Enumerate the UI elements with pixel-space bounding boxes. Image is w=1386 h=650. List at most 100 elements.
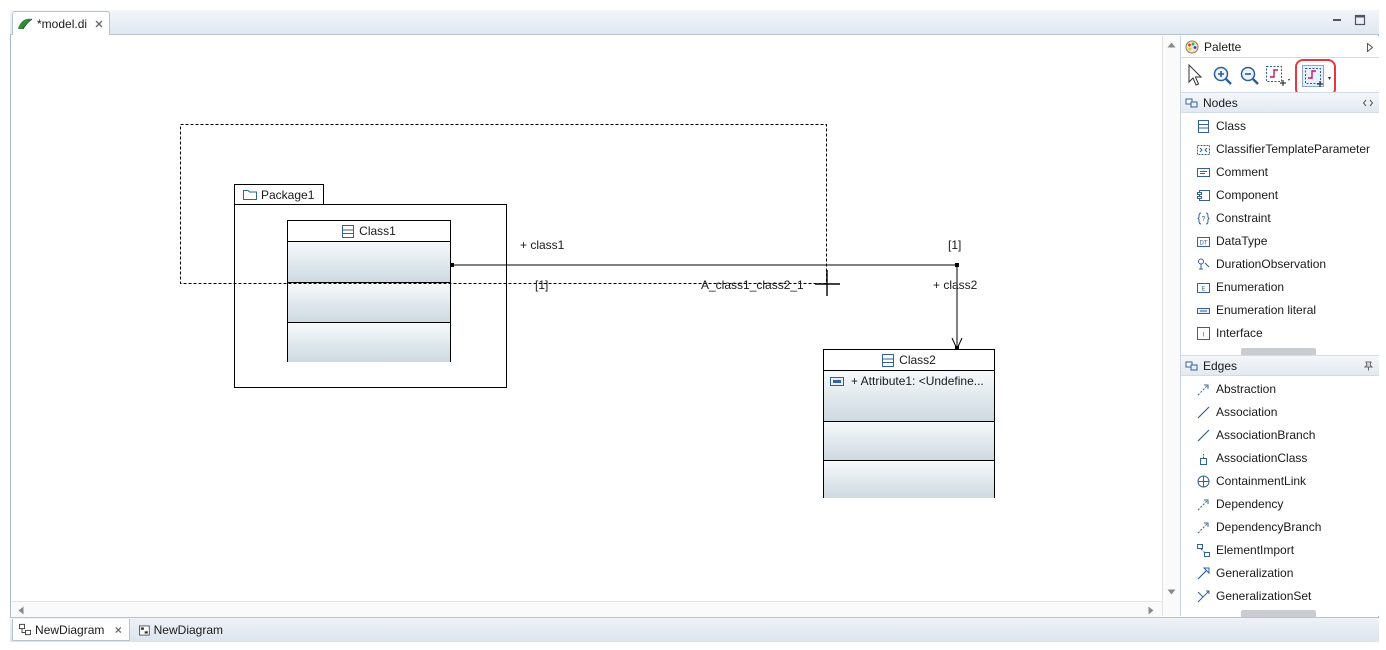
package-name: Package1 <box>261 187 315 202</box>
datatype-icon: DT <box>1197 236 1210 247</box>
palette-node-item-durationobservation[interactable]: DurationObservation <box>1197 254 1326 274</box>
class1-node[interactable]: Class1 <box>287 220 451 362</box>
palette-edge-item-associationclass[interactable]: AssociationClass <box>1197 448 1307 468</box>
palette-node-item-classifiertemplateparameter[interactable]: ClassifierTemplateParameter <box>1197 139 1370 159</box>
diagram-tab-label: NewDiagram <box>153 623 223 637</box>
editor-tab-model-di[interactable]: *model.di <box>12 11 110 35</box>
close-tab-icon[interactable] <box>114 625 123 635</box>
nodes-drawer-title: Nodes <box>1203 95 1238 110</box>
class2-header: Class2 <box>824 350 994 371</box>
palette-node-item-label: Class <box>1216 119 1247 133</box>
palette-node-item-class[interactable]: Class <box>1197 116 1246 136</box>
nodes-scroll-indicator[interactable] <box>1241 348 1316 356</box>
palette-node-item-datatype[interactable]: DT DataType <box>1197 231 1267 251</box>
diagram-icon <box>139 625 150 635</box>
class2-node[interactable]: Class2 + Attribute1: <Undefine... <box>823 349 995 498</box>
svg-text:E: E <box>1201 286 1205 292</box>
diagram-canvas[interactable] <box>12 36 1162 602</box>
palette-node-item-constraint[interactable]: ?Constraint <box>1197 208 1271 228</box>
nodes-drawer-header[interactable]: Nodes <box>1181 92 1379 113</box>
palette-edge-item-label: AssociationClass <box>1216 451 1308 465</box>
association-class-icon <box>1200 452 1207 465</box>
diagram-tab-label: NewDiagram <box>35 622 105 637</box>
dependency-branch-icon <box>1197 522 1209 533</box>
class2-attributes-compartment[interactable]: + Attribute1: <Undefine... <box>824 371 994 422</box>
palette-icon <box>1185 40 1199 54</box>
palette-node-item-label: Interface <box>1216 326 1263 340</box>
zoom-in-icon[interactable] <box>1213 66 1233 86</box>
pin-icon[interactable] <box>1364 361 1373 371</box>
svg-text:DT: DT <box>1200 240 1208 246</box>
palette-node-item-comment[interactable]: Comment <box>1197 162 1268 182</box>
palette-node-item-component[interactable]: Component <box>1197 185 1278 205</box>
edges-scroll-indicator[interactable] <box>1241 610 1316 618</box>
palette-edge-item-association[interactable]: Association <box>1197 402 1277 422</box>
palette-edge-item-dependencybranch[interactable]: DependencyBranch <box>1197 517 1321 537</box>
enumeration-literal-icon <box>1197 307 1210 314</box>
marquee-tool-icon[interactable] <box>1265 65 1291 87</box>
class2-nested-compartment[interactable] <box>824 461 994 498</box>
class2-attribute-row[interactable]: + Attribute1: <Undefine... <box>830 374 984 388</box>
scroll-right-icon[interactable] <box>1148 606 1154 615</box>
diagram-tab-inactive[interactable]: NewDiagram <box>133 619 229 641</box>
maximize-icon[interactable] <box>1354 14 1366 26</box>
dependency-icon <box>1197 499 1209 510</box>
class-icon <box>882 353 895 367</box>
select-tool-icon[interactable] <box>1187 64 1203 86</box>
palette-edge-item-abstraction[interactable]: Abstraction <box>1197 379 1276 399</box>
association-name-label[interactable]: A_class1_class2_1 <box>701 278 804 292</box>
edges-drawer-title: Edges <box>1203 358 1238 373</box>
scroll-left-icon[interactable] <box>18 606 24 615</box>
association-multiplicity-target[interactable]: [1] <box>948 238 962 252</box>
palette-edge-item-generalizationset[interactable]: GeneralizationSet <box>1197 586 1311 606</box>
class1-attributes-compartment[interactable] <box>288 242 450 283</box>
zoom-out-icon[interactable] <box>1240 66 1260 86</box>
drawer-toggle-icon[interactable] <box>1363 99 1373 107</box>
interface-icon: I <box>1197 326 1210 340</box>
palette-edge-item-associationbranch[interactable]: AssociationBranch <box>1197 425 1315 445</box>
class2-operations-compartment[interactable] <box>824 422 994 461</box>
association-multiplicity-source[interactable]: [1] <box>535 278 549 292</box>
palette-node-item-label: DataType <box>1216 234 1268 248</box>
folder-icon <box>243 190 257 200</box>
association-branch-icon <box>1197 429 1210 441</box>
scroll-down-icon[interactable] <box>1167 589 1176 595</box>
diagram-icon <box>19 623 32 636</box>
enumeration-icon: E <box>1197 282 1210 293</box>
palette-node-item-label: ClassifierTemplateParameter <box>1216 142 1371 156</box>
close-tab-icon[interactable] <box>94 19 104 29</box>
scroll-up-icon[interactable] <box>1167 42 1176 48</box>
diagram-tab-active[interactable]: NewDiagram <box>12 619 130 641</box>
palette-edge-item-label: Association <box>1216 405 1278 419</box>
class1-nested-compartment[interactable] <box>288 323 450 362</box>
marquee-connections-tool-icon[interactable] <box>1302 65 1332 89</box>
palette-edge-item-containmentlink[interactable]: ContainmentLink <box>1197 471 1306 491</box>
palette-collapse-icon[interactable] <box>1367 43 1373 52</box>
horizontal-scrollbar[interactable] <box>12 601 1162 617</box>
package-tab[interactable]: Package1 <box>234 184 324 204</box>
palette-edge-item-elementimport[interactable]: ElementImport <box>1197 540 1294 560</box>
palette-node-item-interface[interactable]: I Interface <box>1197 323 1263 343</box>
generalization-icon <box>1197 567 1210 579</box>
association-role-class2[interactable]: + class2 <box>933 278 978 292</box>
palette-edge-item-generalization[interactable]: Generalization <box>1197 563 1293 583</box>
generalization-set-icon <box>1197 590 1210 602</box>
palette-node-item-label: Component <box>1216 188 1279 202</box>
association-role-class1[interactable]: + class1 <box>520 238 565 252</box>
abstraction-icon <box>1197 384 1209 395</box>
palette-edge-item-dependency[interactable]: Dependency <box>1197 494 1283 514</box>
palette-edge-item-label: AssociationBranch <box>1216 428 1316 442</box>
palette-node-item-label: Enumeration literal <box>1216 303 1317 317</box>
palette-toolbar <box>1181 59 1379 97</box>
palette-node-item-label: Comment <box>1216 165 1269 179</box>
palette-node-item-enumeration-literal[interactable]: Enumeration literal <box>1197 300 1316 320</box>
vertical-scrollbar[interactable] <box>1162 36 1180 616</box>
template-parameter-icon <box>1197 144 1210 155</box>
palette-node-item-label: DurationObservation <box>1216 257 1327 271</box>
papyrus-leaf-icon <box>18 18 33 29</box>
minimize-icon[interactable] <box>1331 14 1343 26</box>
class1-operations-compartment[interactable] <box>288 283 450 323</box>
edges-drawer-header[interactable]: Edges <box>1181 355 1379 376</box>
class2-attribute-label: + Attribute1: <Undefine... <box>851 374 984 388</box>
